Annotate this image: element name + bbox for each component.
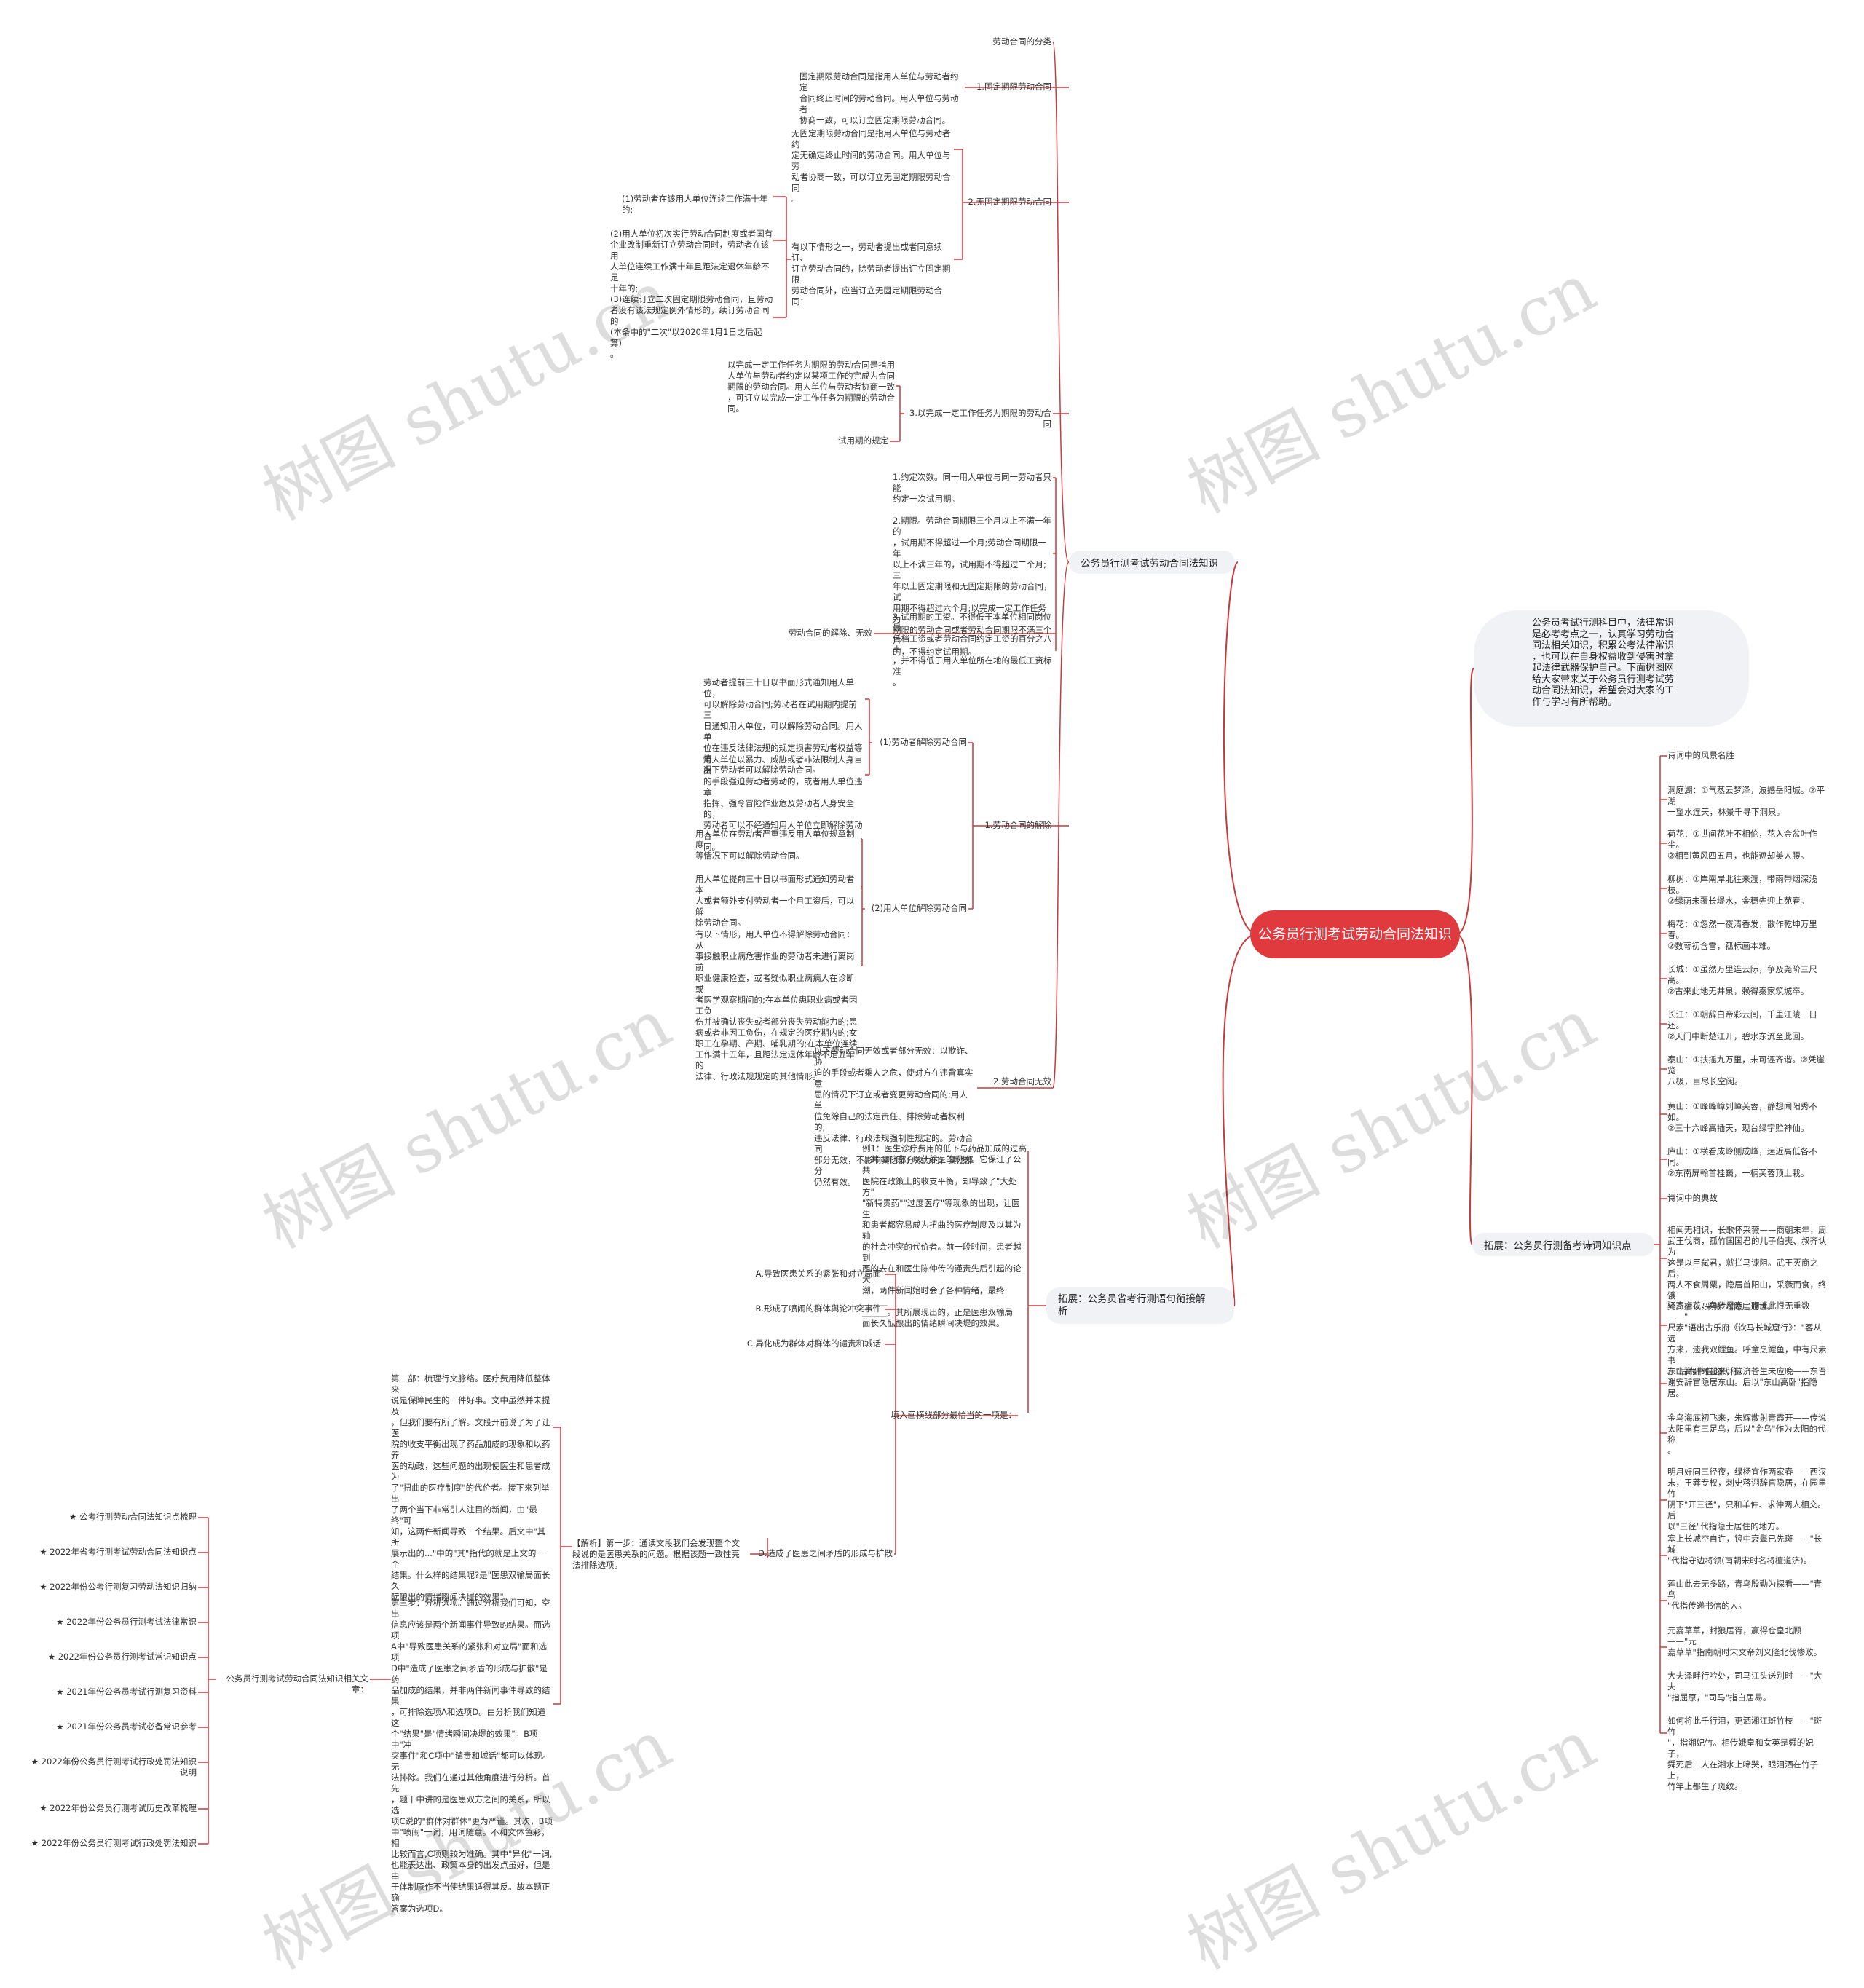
connector-line [1223,561,1259,935]
pinjie-example: 例1：医生诊疗费用的低下与药品加成的过高 ，共同形成了以药养医的现状。它保证了公… [862,1143,1027,1328]
intro-summary: 公务员考试行测科目中，法律常识 是必考考点之一，认真学习劳动合 同法相关知识，积… [1474,610,1749,727]
branch-pinjie[interactable]: 拓展：公务员省考行测语句衔接解 析 [1046,1287,1234,1324]
law-nofixed-title: 2.无固定期限劳动合同 [968,197,1051,207]
law-trial-1: 1.约定次数。同一用人单位与同一劳动者只能 约定一次试用期。 [893,472,1051,504]
scenery-item: 长江：①朝辞白帝彩云间，千里江陵一日还。 ②天门中断楚江开，碧水东流至此回。 [1667,1009,1817,1041]
law-wuxiao-text: 以下劳动合同无效或者部分无效：以欺诈、胁 迫的手段或者乘人之危，使对方在违背真实… [814,1046,974,1187]
law-wuxiao: 2.劳动合同无效 [993,1076,1051,1086]
law-nofixed-c3: (3)连续订立二次固定期限劳动合同，且劳动 者没有该法规定例外情形的，续订劳动合… [610,294,773,359]
tips-allusion-title: 诗词中的典故 [1667,1193,1718,1203]
related-article-link[interactable]: ★ 2022年份公务员行测考试行政处罚法知识 [31,1838,197,1848]
law-fixed-text: 固定期限劳动合同是指用人单位与劳动者约定 合同终止时间的劳动合同。用人单位与劳动… [799,71,959,125]
allusion-item: 如何将此千行泪，更洒湘江斑竹枝——"斑竹 "，指湘妃竹。相传娥皇和女英是舜的妃子… [1667,1716,1822,1791]
allusion-item: 元嘉草草，封狼居胥，赢得仓皇北顾——"元 嘉草草"指南朝时宋文帝刘义隆北伐惨败。 [1667,1625,1822,1657]
law-dissolve-title: 劳动合同的解除、无效 [789,628,872,638]
connector-line [1456,668,1474,935]
law-worker: (1)劳动者解除劳动合同 [880,737,967,747]
pinjie-related-title: 公务员行测考试劳动合同法知识相关文章： [226,1673,369,1695]
law-worker-2: 用人单位以暴力、威胁或者非法限制人身自由 的手段强迫劳动者劳动的，或者用人单位违… [703,754,863,852]
scenery-item: 洞庭湖：①气蒸云梦泽，波撼岳阳城。②平湖 一望水连天，林景千寻下洞泉。 [1667,785,1825,817]
related-article-link[interactable]: ★ 2021年份公务员考试必备常识参考 [56,1721,197,1732]
law-nofixed-c1: (1)劳动者在该用人单位连续工作满十年的; [622,194,768,215]
scenery-item: 长城：①虽然万里连云际，争及尧阶三尺高。 ②古来此地无井泉，赖得秦家筑城卒。 [1667,964,1817,996]
scenery-item: 黄山：①峰峰嶂列嶂芙蓉，静想闻阳秀不如。 ②三十六峰高插天，现台绿字贮神仙。 [1667,1101,1817,1133]
allusion-item: 莲山此去无多路，青鸟殷勤为探看——"青鸟 "代指传递书信的人。 [1667,1579,1822,1611]
law-trial-2: 2.期限。劳动合同期限三个月以上不满一年的 ，试用期不得超过一个月;劳动合同期限… [893,516,1052,657]
pinjie-question: 填入画横线部分最恰当的一项是： [890,1410,1017,1420]
law-nofixed-text1: 无固定期限劳动合同是指用人单位与劳动者约 定无确定终止时间的劳动合同。用人单位与… [791,128,951,204]
connector-line [1052,561,1070,1089]
law-fixed-title: 1.固定期限劳动合同 [976,82,1051,92]
law-worker-1: 劳动者提前三十日以书面形式通知用人单位， 可以解除劳动合同;劳动者在试用期内提前… [703,677,863,775]
related-article-link[interactable]: ★ 2022年省考行测考试劳动合同法知识点 [39,1547,197,1557]
root-topic[interactable]: 公务员行测考试劳动合同法知识 [1250,910,1460,958]
pinjie-option-c: C.异化成为群体对群体的谴责和城话 [746,1338,881,1349]
scenery-item: 柳树：①岸南岸北往来渡，带雨带烟深浅枝。 ②绿荫未覆长堤水，金穗先迎上苑春。 [1667,874,1817,906]
law-employer: (2)用人单位解除劳动合同 [871,903,967,913]
allusion-item: 金乌海底初飞来，朱辉散射青霞开——传说 太阳里有三足乌，后以"金乌"作为太阳的代… [1667,1413,1827,1456]
pinjie-option-d: D.造成了医患之间矛盾的形成与扩散 [757,1548,893,1558]
law-nofixed-c2: (2)用人单位初次实行劳动合同制度或者国有 企业改制重新订立劳动合同时，劳动者在… [610,229,773,293]
related-article-link[interactable]: ★ 2022年份公务员行测考试行政处罚法知识 说明 [31,1756,197,1778]
pinjie-step-2: 第二部：梳理行文脉络。医疗费用降低整体来 说是保障民生的一件好事。文中虽然并未提… [391,1373,550,1602]
connector-line [1456,934,1473,1245]
law-nofixed-text2: 有以下情形之一，劳动者提出或者同意续订、 订立劳动合同的，除劳动者提出订立固定期… [791,242,951,307]
law-employer-3: 有以下情形，用人单位不得解除劳动合同：从 事接触职业病危害作业的劳动者未进行离岗… [695,929,858,1081]
related-article-link[interactable]: ★ 2021年份公务员考试行测复习资料 [56,1687,197,1697]
connector-lines [198,42,1667,1845]
branch-tips[interactable]: 拓展：公务员行测备考诗词知识点 [1472,1233,1654,1256]
connector-line [1222,934,1259,1306]
tips-scenery-title: 诗词中的风景名胜 [1667,750,1734,760]
pinjie-analysis-1: 【解析】第一步：通读文段我们会发现整个文 段说的是医患关系的问题。根据该题一致性… [572,1538,740,1570]
law-employer-2: 用人单位提前三十日以书面形式通知劳动者本 人或者额外支付劳动者一个月工资后，可以… [695,874,855,928]
branch-law[interactable]: 公务员行测考试劳动合同法知识 [1069,551,1235,574]
law-trial-title: 试用期的规定 [838,435,888,446]
pinjie-option-a: A.导致医患关系的紧张和对立局面 [755,1269,881,1279]
pinjie-step-3: 第三步：分析选项。通过分析我们可知，空出 信息应该是两个新闻事件导致的结果。而选… [391,1598,553,1914]
scenery-item: 庐山：①横看成岭侧成峰，远近高低各不同。 ②东南屏翰首桂巍，一柄芙蓉顶上栽。 [1667,1146,1817,1178]
connector-line [1052,42,1070,563]
law-trial-3: 3.试用期的工资。不得低于本单位相同岗位最 低档工资或者劳动合同约定工资的百分之… [893,612,1052,687]
allusion-item: 东山高卧时起来，欲济苍生未应晚——东晋 谢安辞官隐居东山。后以"东山高卧"指隐居… [1667,1366,1827,1398]
law-classify: 劳动合同的分类 [992,36,1052,47]
related-article-link[interactable]: ★ 2022年份公考行测复习劳动法知识归纳 [39,1582,197,1592]
scenery-item: 泰山：①扶摇九万里，未可诬齐谐。②凭崖览 八极，目尽长空闲。 [1667,1054,1825,1086]
allusion-item: 明月好同三径夜，绿杨宜作两家春——西汉 末，王莽专权，刺史蒋诩辞官隐居，在园里竹… [1667,1467,1827,1531]
related-article-link[interactable]: ★ 2022年份公务员行测考试常识知识点 [47,1652,197,1662]
pinjie-option-b: B.形成了喷闹的群体舆论冲突事件 [755,1303,881,1314]
law-task-text: 以完成一定工作任务为期限的劳动合同是指用 人单位与劳动者约定以某项工作的完成为合… [727,360,895,414]
law-jiechu: 1.劳动合同的解除 [984,820,1051,830]
related-article-link[interactable]: ★ 公考行测劳动合同法知识点梳理 [69,1512,197,1522]
allusion-item: 塞上长城空自许，镜中衰鬓已先斑——"长城 "代指守边将领(南朝宋时名将檀道济)。 [1667,1534,1822,1566]
allusion-item: 驿寄梅花，鱼传尺素，砌成此恨无重数——" 尺素"语出古乐府《饮马长城窟行》："客… [1667,1301,1827,1376]
allusion-item: 大夫泽畔行吟处，司马江头送别时——"大夫 "指屈原，"司马"指白居易。 [1667,1671,1822,1703]
law-employer-1: 用人单位在劳动者严重违反用人单位规章制度 等情况下可以解除劳动合同。 [695,829,855,861]
related-article-link[interactable]: ★ 2022年份公务员行测考试法律常识 [56,1617,197,1627]
scenery-item: 梅花：①忽然一夜清香发，散作乾坤万里春。 ②数萼初含雪，孤标画本难。 [1667,919,1817,951]
scenery-item: 荷花：①世间花叶不相伦，花入金盆叶作尘。 ②相到黄风四五月，也能遮却美人腰。 [1667,829,1817,861]
allusion-item: 相闻无相识，长歌怀采薇——商朝末年，周 武王伐商，孤竹国国君的儿子伯夷、叔齐认为… [1667,1225,1827,1311]
law-task-title: 3.以完成一定工作任务为期限的劳动合同 [909,408,1051,429]
related-article-link[interactable]: ★ 2022年份公务员行测考试历史改革梳理 [39,1803,197,1813]
